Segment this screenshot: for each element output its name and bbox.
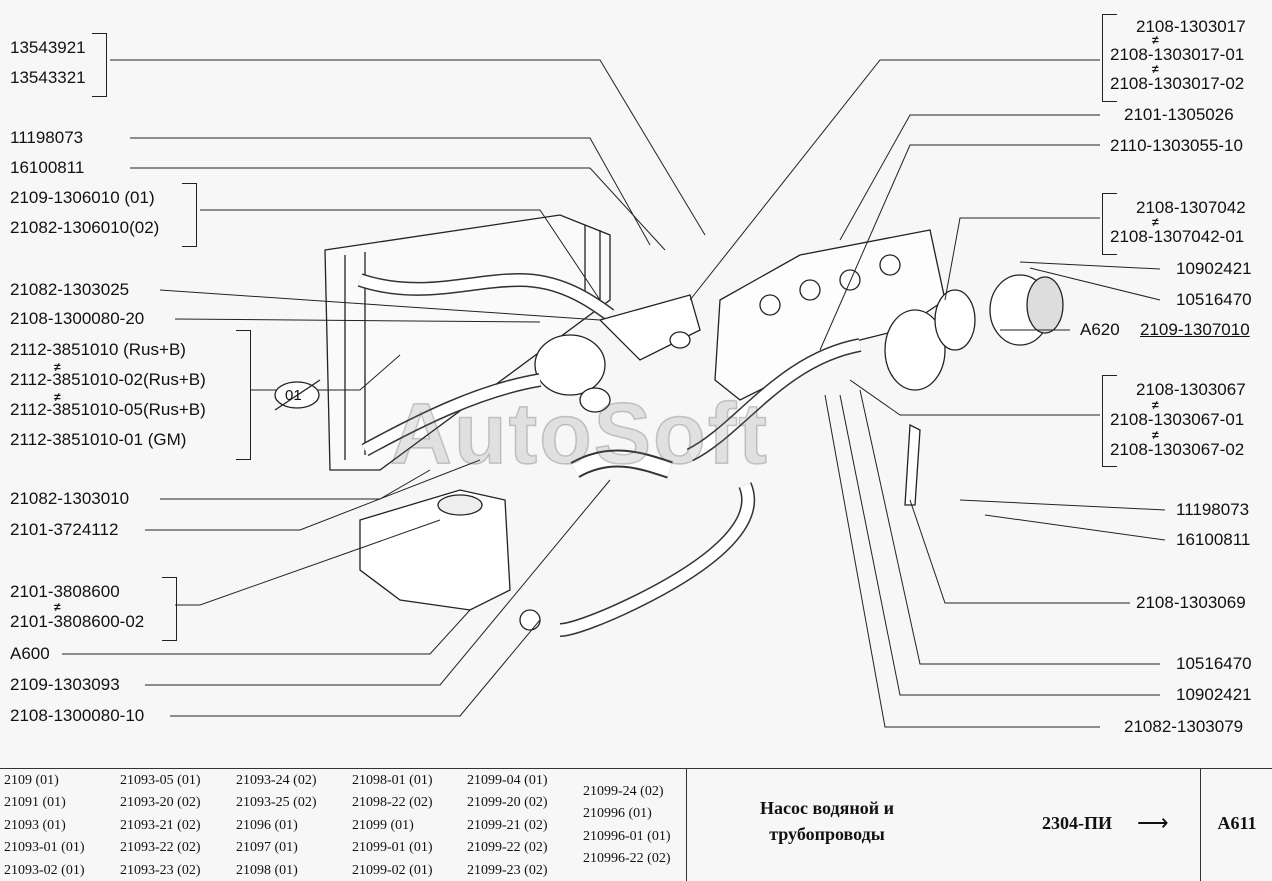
model-entry: 21099-20 (02)	[467, 795, 548, 810]
expansion-tank-sketch	[359, 489, 541, 631]
part-label: 2109-1306010 (01)	[10, 188, 155, 207]
neq-mark: ≠	[1152, 33, 1159, 47]
page-code-block: A611	[1200, 768, 1272, 881]
part-label: 2109-1303093	[10, 675, 120, 694]
part-label: 2108-1303017-01	[1110, 45, 1245, 64]
part-label: 21082-1303079	[1124, 717, 1244, 736]
engine-head-sketch	[714, 229, 946, 401]
part-label: 10902421	[1176, 259, 1252, 278]
model-entry: 21093 (01)	[4, 818, 66, 833]
part-label: 2108-1303017	[1136, 17, 1246, 36]
model-entry: 21093-22 (02)	[120, 840, 201, 855]
bracket	[92, 33, 107, 97]
part-label: A600	[10, 644, 50, 663]
model-entry: 21098 (01)	[236, 863, 298, 878]
part-label: 21082-1306010(02)	[10, 218, 160, 237]
model-entry: 21093-20 (02)	[120, 795, 201, 810]
thermostat-sketch	[534, 294, 701, 413]
part-label: A620	[1080, 320, 1120, 339]
part-label: 2112-3851010 (Rus+B)	[10, 340, 186, 359]
part-label: 2101-3808600-02	[10, 612, 145, 631]
part-label: 10516470	[1176, 290, 1252, 309]
part-label: 2108-1300080-20	[10, 309, 145, 328]
model-entry: 21093-02 (01)	[4, 863, 85, 878]
model-entry: 21093-24 (02)	[236, 773, 317, 788]
title-line-2: трубопроводы	[769, 824, 885, 844]
bracket	[236, 330, 251, 460]
model-entry: 21099-23 (02)	[467, 863, 548, 878]
neq-mark: ≠	[54, 360, 61, 374]
part-label: 2108-1307042	[1136, 198, 1246, 217]
part-label: 21082-1303025	[10, 280, 130, 299]
parts-illustration	[62, 59, 1166, 728]
neq-mark: ≠	[1152, 428, 1159, 442]
model-entry: 21093-01 (01)	[4, 840, 85, 855]
part-label: 2101-1305026	[1124, 105, 1234, 124]
title-line-1: Насос водяной и	[759, 798, 894, 818]
water-pump-sketch	[884, 274, 1064, 391]
part-label: 2110-1303055-10	[1110, 136, 1243, 155]
part-label: 2108-1303067	[1136, 380, 1246, 399]
page-code: A611	[1217, 813, 1257, 833]
part-label: 2108-1303067-02	[1110, 440, 1245, 459]
model-entry: 210996-01 (01)	[583, 829, 671, 844]
bracket	[1102, 375, 1117, 467]
bracket	[1102, 193, 1117, 255]
section-code: 2304-ПИ	[1042, 813, 1112, 833]
bracket	[162, 577, 177, 641]
title-block: Насос водяной и трубопроводы 2304-ПИ ⟶	[686, 768, 1201, 881]
model-entry: 21099 (01)	[352, 818, 414, 833]
model-entry: 21093-05 (01)	[120, 773, 201, 788]
model-entry: 21093-21 (02)	[120, 818, 201, 833]
part-label: 11198073	[1176, 500, 1250, 519]
part-label: 16100811	[1176, 530, 1251, 549]
model-entry: 2109 (01)	[4, 773, 59, 788]
callout-01-text: 01	[285, 387, 302, 404]
neq-mark: ≠	[1152, 398, 1159, 412]
part-label: 13543921	[10, 38, 86, 57]
neq-mark: ≠	[54, 600, 61, 614]
part-label: 21082-1303010	[10, 489, 130, 508]
model-entry: 21099-24 (02)	[583, 784, 664, 799]
model-entry: 21099-04 (01)	[467, 773, 548, 788]
bracket	[1102, 14, 1117, 102]
part-label: 2112-3851010-01 (GM)	[10, 430, 187, 449]
watermark: AutoSoft	[389, 385, 769, 483]
model-entry: 21093-25 (02)	[236, 795, 317, 810]
part-label: 16100811	[10, 158, 85, 177]
model-entry: 21096 (01)	[236, 818, 298, 833]
part-label: 2101-3724112	[10, 520, 119, 539]
neq-mark: ≠	[1152, 215, 1159, 229]
part-label: 2108-1303069	[1136, 593, 1246, 612]
part-label-assembly: 2109-1307010	[1140, 320, 1250, 339]
neq-mark: ≠	[54, 390, 61, 404]
part-label: 2108-1307042-01	[1110, 227, 1245, 246]
part-label: 2112-3851010-05(Rus+B)	[10, 400, 206, 419]
part-label: 11198073	[10, 128, 84, 147]
part-label: 2108-1300080-10	[10, 706, 145, 725]
model-entry: 21093-23 (02)	[120, 863, 201, 878]
part-label: 10516470	[1176, 654, 1252, 673]
part-label: 13543321	[10, 68, 86, 87]
model-entry: 21098-22 (02)	[352, 795, 433, 810]
model-applicability-table: 2109 (01) 21091 (01) 21093 (01) 21093-01 (0…	[0, 768, 1272, 881]
model-entry: 210996-22 (02)	[583, 851, 671, 866]
model-entry: 21091 (01)	[4, 795, 66, 810]
part-label: 10902421	[1176, 685, 1252, 704]
model-entry: 210996 (01)	[583, 806, 652, 821]
model-entry: 21097 (01)	[236, 840, 298, 855]
part-label: 2108-1303017-02	[1110, 74, 1245, 93]
part-label: 2112-3851010-02(Rus+B)	[10, 370, 206, 389]
model-entry: 21099-01 (01)	[352, 840, 433, 855]
part-label: 2101-3808600	[10, 582, 120, 601]
model-entry: 21099-02 (01)	[352, 863, 433, 878]
model-entry: 21099-22 (02)	[467, 840, 548, 855]
part-label: 2108-1303067-01	[1110, 410, 1245, 429]
model-entry: 21099-21 (02)	[467, 818, 548, 833]
neq-mark: ≠	[1152, 62, 1159, 76]
arrow-right-icon: ⟶	[1137, 810, 1169, 835]
model-entry: 21098-01 (01)	[352, 773, 433, 788]
bracket	[182, 183, 197, 247]
